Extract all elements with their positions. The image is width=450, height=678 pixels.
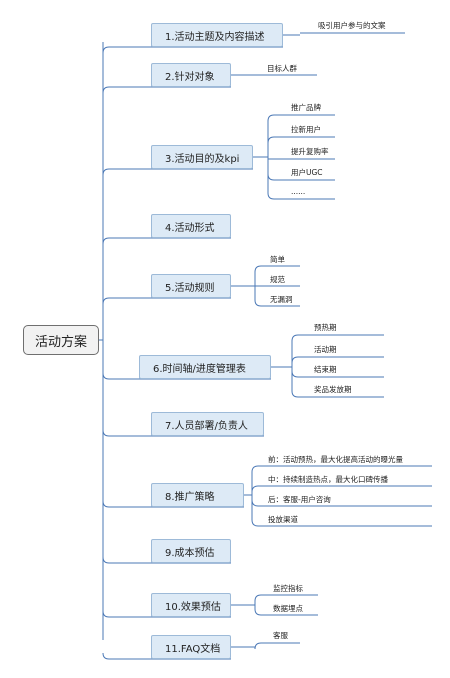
leaf-label: 吸引用户参与的文案 [318, 21, 386, 30]
leaf-b5-3[interactable]: 无漏洞 [270, 294, 293, 306]
leaf-b3-3[interactable]: 提升复购率 [291, 146, 329, 158]
leaf-label: 目标人群 [267, 64, 297, 73]
leaf-b6-4[interactable]: 奖品发放期 [314, 384, 352, 396]
branch-label: 2.针对对象 [165, 71, 215, 83]
leaf-label: 活动期 [314, 345, 337, 354]
branch-label: 3.活动目的及kpi [165, 153, 240, 165]
branch-connector-8 [102, 500, 151, 508]
branch-connector-11 [102, 652, 151, 660]
leaf-label: ...... [291, 187, 306, 196]
leaf-connector-3-1 [267, 114, 335, 157]
branch-label: 4.活动形式 [165, 222, 215, 234]
leaf-b3-5[interactable]: ...... [291, 186, 305, 198]
branch-7[interactable]: 7.人员部署/负责人 [151, 412, 264, 436]
leaf-label: 规范 [270, 275, 285, 284]
leaf-label: 提升复购率 [291, 147, 329, 156]
branch-label: 8.推广策略 [165, 491, 215, 503]
branch-label: 1.活动主题及内容描述 [165, 31, 265, 43]
leaf-b2-1[interactable]: 目标人群 [267, 63, 297, 75]
branch-connector-4 [102, 237, 151, 245]
leaf-connector-3-5 [267, 157, 335, 200]
branch-connector-6 [102, 372, 139, 380]
leaf-b5-1[interactable]: 简单 [270, 254, 285, 266]
leaf-b8-2[interactable]: 中：持续制造热点，最大化口碑传播 [268, 474, 388, 486]
leaf-b3-1[interactable]: 推广品牌 [291, 102, 321, 114]
leaf-connector-5-1 [291, 334, 384, 367]
branch-connector-9 [102, 556, 151, 564]
leaf-connector-7-2 [254, 605, 318, 616]
branch-label: 10.效果预估 [165, 601, 221, 613]
leaf-connector-6-4 [251, 495, 432, 527]
branch-5[interactable]: 5.活动规则 [151, 274, 231, 298]
leaf-label: 中：持续制造热点，最大化口碑传播 [268, 475, 388, 484]
leaf-b10-2[interactable]: 数据埋点 [273, 603, 303, 615]
root-node[interactable]: 活动方案 [23, 325, 99, 355]
leaf-b3-2[interactable]: 拉新用户 [291, 124, 321, 136]
branch-8[interactable]: 8.推广策略 [151, 483, 244, 507]
branch-label: 5.活动规则 [165, 282, 215, 294]
leaf-label: 简单 [270, 255, 285, 264]
leaf-b8-4[interactable]: 投放渠道 [268, 514, 298, 526]
leaf-label: 前：活动预热，最大化提高活动的曝光量 [268, 455, 403, 464]
branch-connector-1 [102, 46, 151, 54]
leaf-b5-2[interactable]: 规范 [270, 274, 285, 286]
leaf-connector-6-2 [251, 485, 432, 495]
leaf-label: 客服 [273, 631, 288, 640]
leaf-b6-2[interactable]: 活动期 [314, 344, 337, 356]
leaf-label: 无漏洞 [270, 295, 293, 304]
branch-connector-10 [102, 610, 151, 618]
leaf-connector-5-2 [291, 356, 384, 367]
branch-3[interactable]: 3.活动目的及kpi [151, 145, 253, 169]
leaf-connector-4-1 [254, 265, 300, 286]
branch-2[interactable]: 2.针对对象 [151, 63, 231, 87]
branch-6[interactable]: 6.时间轴/进度管理表 [139, 355, 271, 379]
leaf-label: 预热期 [314, 323, 337, 332]
leaf-label: 数据埋点 [273, 604, 303, 613]
leaf-connector-4-3 [254, 286, 300, 307]
leaf-b3-4[interactable]: 用户UGC [291, 167, 323, 179]
leaf-label: 投放渠道 [268, 515, 298, 524]
leaf-b1-1[interactable]: 吸引用户参与的文案 [318, 20, 386, 32]
leaf-b6-1[interactable]: 预热期 [314, 322, 337, 334]
branch-label: 9.成本预估 [165, 547, 215, 559]
branch-11[interactable]: 11.FAQ文档 [151, 635, 231, 659]
branch-connector-5 [102, 297, 151, 305]
leaf-b8-3[interactable]: 后：客服-用户咨询 [268, 494, 331, 506]
leaf-connector-5-4 [291, 367, 384, 398]
branch-label: 11.FAQ文档 [165, 643, 221, 655]
root-label: 活动方案 [34, 334, 87, 350]
branch-1[interactable]: 1.活动主题及内容描述 [151, 23, 283, 47]
branch-9[interactable]: 9.成本预估 [151, 539, 231, 563]
branch-connector-3 [102, 168, 151, 176]
leaf-connector-3-2 [267, 136, 335, 157]
leaf-b10-1[interactable]: 监控指标 [273, 583, 303, 595]
branch-label: 7.人员部署/负责人 [165, 420, 248, 432]
leaf-label: 用户UGC [291, 168, 323, 177]
leaf-b6-3[interactable]: 结束期 [314, 364, 337, 376]
branch-connector-2 [102, 86, 151, 94]
leaf-b8-1[interactable]: 前：活动预热，最大化提高活动的曝光量 [268, 454, 403, 466]
leaf-connector-7-1 [254, 594, 318, 605]
leaf-label: 监控指标 [273, 584, 303, 593]
leaf-label: 奖品发放期 [314, 385, 352, 394]
branch-connector-7 [102, 429, 151, 437]
branch-4[interactable]: 4.活动形式 [151, 214, 231, 238]
branch-10[interactable]: 10.效果预估 [151, 593, 231, 617]
leaf-b11-1[interactable]: 客服 [273, 630, 288, 642]
leaf-label: 后：客服-用户咨询 [268, 495, 331, 504]
leaf-label: 推广品牌 [291, 103, 321, 112]
leaf-connector-8-1 [254, 642, 300, 650]
leaf-label: 结束期 [314, 365, 337, 374]
leaf-connector-5-3 [291, 367, 384, 378]
branch-label: 6.时间轴/进度管理表 [153, 363, 246, 375]
leaf-label: 拉新用户 [291, 125, 321, 134]
leaf-connector-6-1 [251, 465, 432, 495]
